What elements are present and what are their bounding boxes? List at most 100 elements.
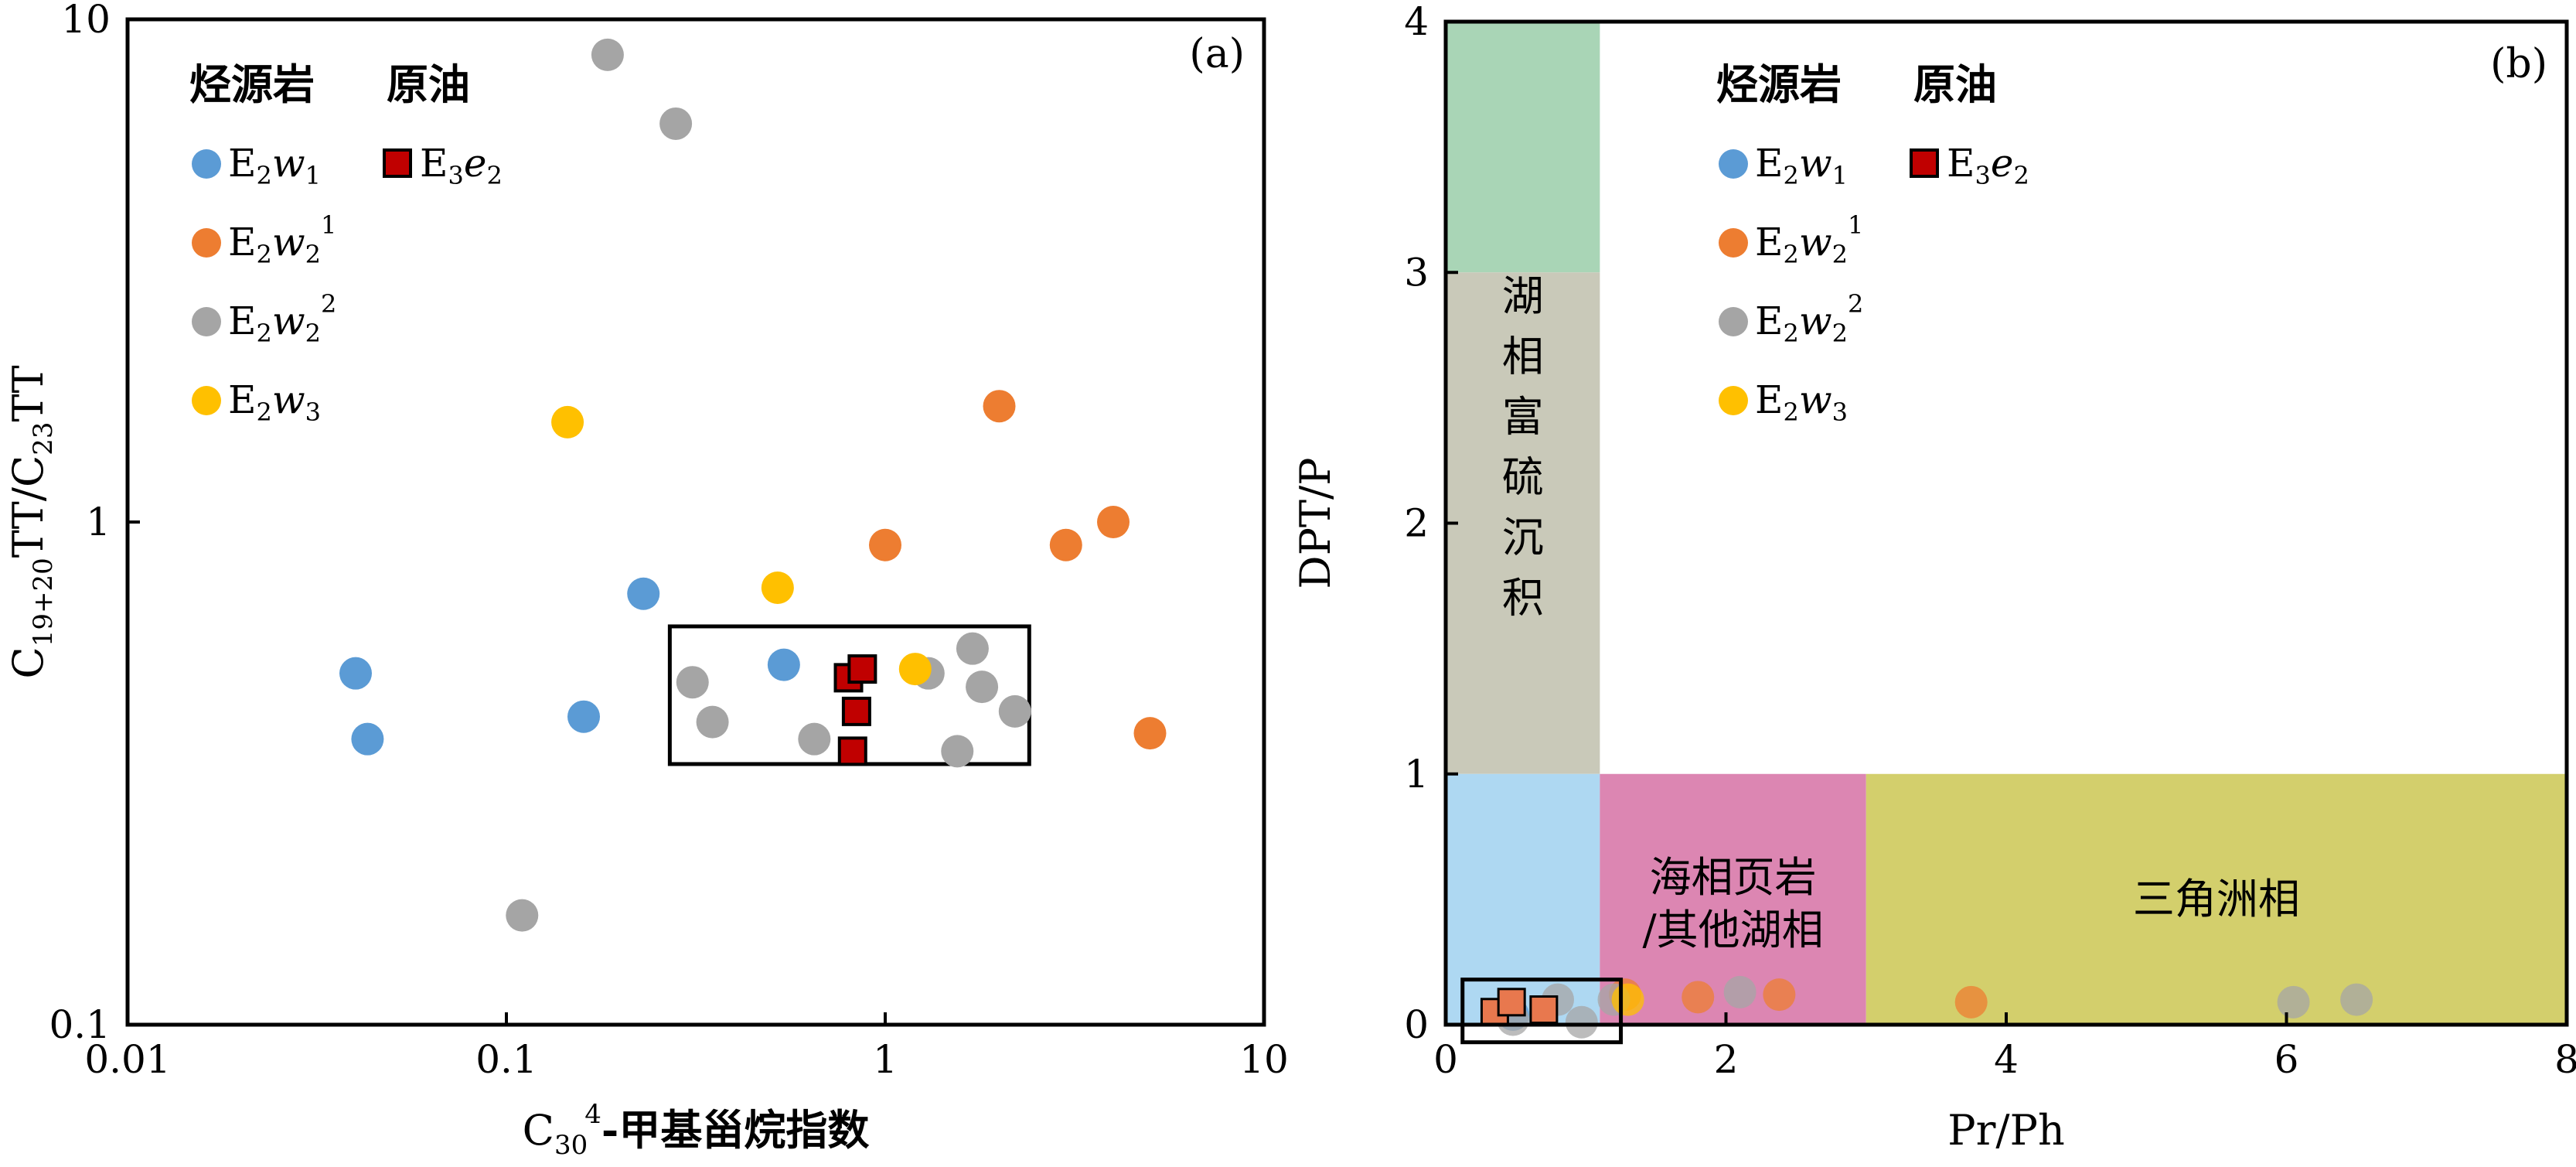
panel-b-legend-label-E2w2_1: E2w21: [1755, 210, 1863, 269]
panel-b-y-tick-label: 4: [1404, 0, 1429, 44]
panel-a-marks: [339, 38, 1167, 932]
panel-a-point-E2w2_2: [506, 899, 539, 932]
panel-b-point-E3e2: [1529, 995, 1559, 1025]
panel-b-legend-marker-E2w1: [1719, 149, 1748, 179]
panel-a-y-axis-label: C19+20TT/C23TT: [4, 365, 59, 678]
panel-a-point-E2w2_2: [956, 632, 989, 665]
panel-a-legend-oil-title: 原油: [387, 60, 470, 109]
panel-b-legend-label-E3e2: E3e2: [1947, 141, 2029, 190]
panel-a-legend-marker-E3e2: [383, 148, 412, 178]
panel-a-point-E2w2_1: [1097, 506, 1130, 538]
panel-a-legend-label-E2w3: E2w3: [228, 377, 321, 427]
panel-b-region-low_zone: [1446, 773, 1600, 1025]
panel-b-x-tick-label: 2: [1714, 1037, 1739, 1082]
panel-a-point-E2w2_1: [983, 390, 1016, 423]
panel-b-x-axis-label: Pr/Ph: [1947, 1106, 2064, 1155]
panel-b-point-E2w2_2: [2277, 985, 2310, 1019]
panel-b-x-tick-label: 6: [2274, 1037, 2299, 1082]
panel-a-point-E2w2_2: [966, 671, 999, 704]
panel-b-point-E3e2: [1497, 988, 1526, 1017]
panel-a-point-E2w1: [567, 700, 601, 733]
panel-b-region-label: 湖相富硫沉积: [1502, 272, 1544, 623]
panel-b-x-tick-label: 0: [1433, 1037, 1458, 1082]
panel-b-region-label: 三角洲相: [2133, 875, 2300, 923]
panel-a-point-E2w1: [351, 722, 384, 756]
panel-b-x-tick-label: 4: [1994, 1037, 2019, 1082]
panel-b-point-E2w2_2: [1723, 975, 1757, 1008]
panel-a-y-tick-label: 10: [61, 0, 111, 42]
panel-a-point-E2w2_2: [676, 666, 709, 699]
panel-b-legend-marker-E3e2: [1910, 148, 1939, 178]
panel-a-x-tick-label: 1: [873, 1037, 898, 1082]
panel-a-point-E2w3: [551, 405, 584, 438]
panel-b-y-tick-label: 0: [1404, 1002, 1429, 1047]
panel-b-y-tick-label: 3: [1404, 250, 1429, 295]
panel-b-legend-label-E2w3: E2w3: [1755, 377, 1848, 427]
panel-a-point-E2w3: [898, 653, 932, 686]
panel-a-point-E2w1: [627, 577, 660, 610]
panel-a-point-E2w2_1: [1049, 528, 1082, 561]
panel-b-legend-marker-E2w2_1: [1719, 228, 1748, 258]
panel-a-point-E2w2_2: [798, 722, 831, 756]
panel-a-label: (a): [1189, 31, 1245, 77]
panel-a-point-E3e2: [841, 696, 871, 726]
panel-a-legend-label-E3e2: E3e2: [420, 141, 503, 190]
panel-a-point-E2w2_1: [869, 528, 901, 561]
panel-b-region-delta: [1866, 773, 2567, 1025]
panel-a-point-E3e2: [847, 654, 877, 684]
panel-a-legend-label-E2w2_1: E2w21: [228, 210, 336, 269]
panel-a-x-tick-label: 0.01: [84, 1037, 170, 1082]
panel-a-point-E2w2_2: [941, 735, 974, 768]
panel-a-legend-label-E2w2_2: E2w22: [228, 289, 336, 348]
panel-a-legend-marker-E2w3: [192, 386, 221, 415]
panel-b-point-E2w2_1: [1954, 985, 1988, 1019]
panel-a-point-E2w2_1: [1133, 717, 1167, 750]
panel-b-region-lacustrine_sulfur: [1446, 272, 1600, 774]
panel-a-x-axis-label: C304-甲基甾烷指数: [523, 1099, 870, 1161]
panel-b-legend-source-title: 烃源岩: [1716, 60, 1842, 109]
panel-b-y-axis-label: DPT/P: [1291, 457, 1340, 589]
panel-a-point-E2w2_2: [998, 694, 1031, 728]
panel-b-ticks: 0 2 4 6 8 0 1 2 3 4: [1404, 0, 2576, 1082]
panel-b-legend-oil-title: 原油: [1913, 60, 1997, 109]
panel-b-y-tick-label: 1: [1404, 752, 1429, 797]
panel-b-legend-label-E2w2_2: E2w22: [1755, 289, 1863, 348]
panel-b-point-E2w2_1: [1682, 981, 1715, 1014]
panel-a-point-E2w2_2: [696, 705, 729, 739]
panel-b-legend-label-E2w1: E2w1: [1755, 141, 1848, 190]
panel-a-point-E2w2_2: [591, 38, 624, 71]
panel-a-point-E2w2_2: [659, 107, 693, 140]
panel-b-label: (b): [2490, 41, 2547, 87]
panel-b-point-E2w2_1: [1763, 978, 1796, 1012]
panel-a-legend-marker-E2w1: [192, 149, 221, 179]
panel-b-x-tick-label: 8: [2554, 1037, 2576, 1082]
panel-a-y-tick-label: 1: [86, 500, 111, 544]
panel-a-point-E3e2: [837, 736, 867, 766]
panel-a-legend-marker-E2w2_2: [192, 307, 221, 336]
panel-b-y-tick-label: 2: [1404, 501, 1429, 546]
panel-a-x-tick-label: 10: [1239, 1037, 1289, 1082]
panel-a-y-tick-label: 0.1: [49, 1002, 111, 1047]
panel-b-point-E2w3: [1611, 983, 1644, 1016]
panel-b-point-E2w2_2: [1565, 1005, 1598, 1039]
panel-b-region-label: 海相页岩/其他湖相: [1642, 853, 1823, 954]
panel-a-point-E2w3: [761, 571, 794, 604]
panel-a-point-E2w1: [339, 657, 373, 690]
panel-a-legend-marker-E2w2_1: [192, 228, 221, 258]
panel-a-point-E2w1: [767, 648, 800, 681]
panel-b-point-E2w2_2: [2340, 983, 2373, 1016]
panel-b-legend-marker-E2w3: [1719, 386, 1748, 415]
panel-a-legend-label-E2w1: E2w1: [228, 141, 321, 190]
panel-a-x-tick-label: 0.1: [475, 1037, 537, 1082]
panel-b-region-top_zone: [1446, 22, 1600, 273]
panel-a-legend-source-title: 烃源岩: [189, 60, 315, 109]
panel-b-highlight-box: [1460, 978, 1624, 1045]
panel-b-legend-marker-E2w2_2: [1719, 307, 1748, 336]
